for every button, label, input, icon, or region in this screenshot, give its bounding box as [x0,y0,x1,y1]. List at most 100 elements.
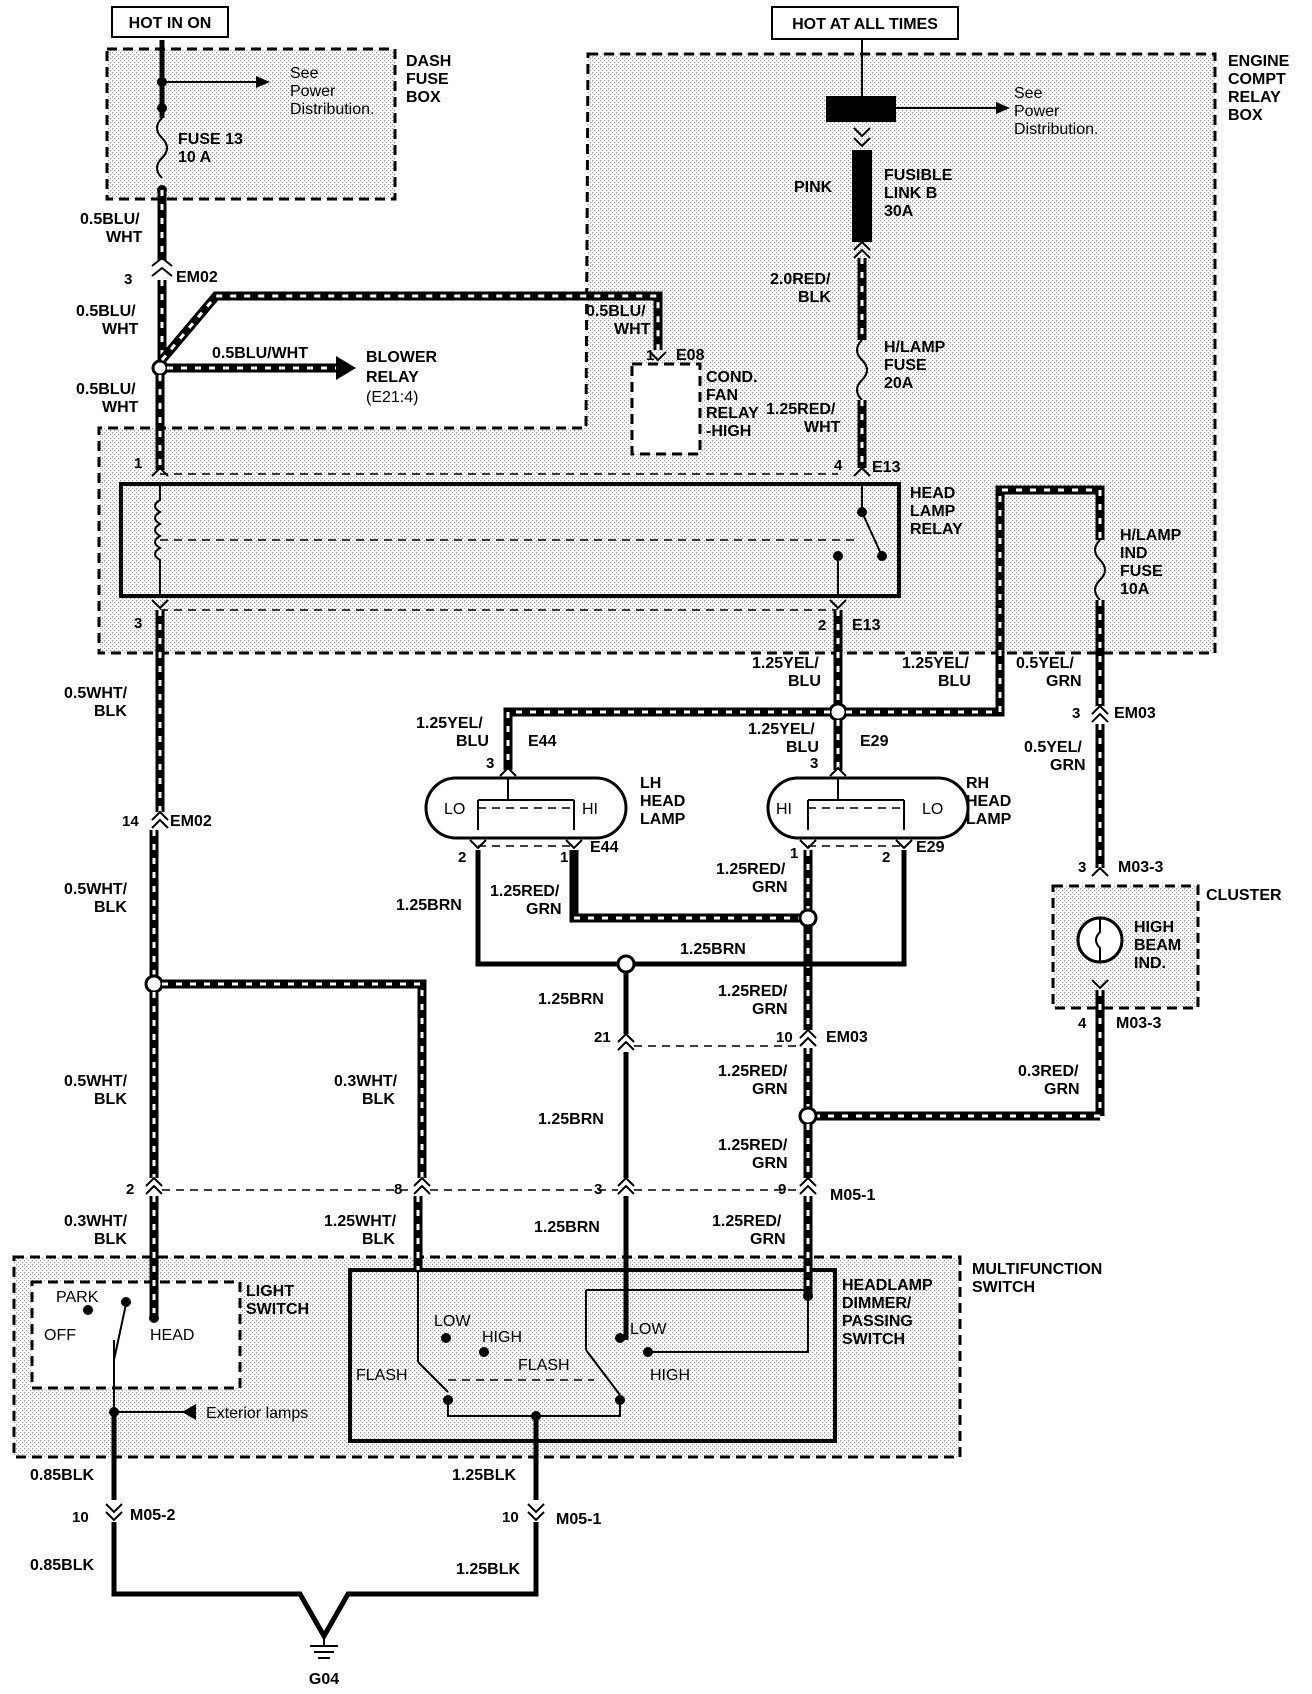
fusible-link-b [852,150,872,242]
svg-text:BOX: BOX [1228,107,1263,124]
m05-1-pin-3: 3 [594,1181,602,1198]
e13-bottom-label: E13 [852,617,881,634]
svg-text:BLK: BLK [94,1231,127,1248]
wire-yel-blu-4: 1.25YEL/ [748,721,815,738]
pink-label: PINK [794,179,833,196]
svg-text:BLU: BLU [938,673,971,690]
light-switch-box [30,1280,242,1390]
em03-bottom-pin-21: 21 [594,1029,611,1046]
fusible-link-label: FUSIBLE [884,167,953,184]
svg-text:WHT: WHT [106,229,143,246]
fuse-13-symbol [156,117,168,179]
wire-red-grn-5: 1.25RED/ [718,1137,788,1154]
wire-red-grn-03: 0.3RED/ [1018,1063,1079,1080]
e29-top-pin: 3 [810,755,818,772]
svg-text:PASSING: PASSING [842,1313,913,1330]
svg-text:GRN: GRN [1050,757,1086,774]
svg-text:BLK: BLK [362,1231,395,1248]
wire-blk-125-2: 1.25BLK [456,1561,520,1578]
wire-yel-blu-1: 1.25YEL/ [752,655,819,672]
svg-text:GRN: GRN [752,1081,788,1098]
em03-top-pin: 3 [1072,705,1080,722]
h-lamp-ind-fuse-label: H/LAMP [1120,527,1182,544]
fusible-link-block [826,96,896,122]
m05-1-pin-8: 8 [394,1181,402,1198]
svg-text:10A: 10A [1120,581,1150,598]
svg-text:RELAY: RELAY [366,369,419,386]
svg-text:WHT: WHT [614,321,651,338]
rh-pin-2: 2 [882,849,890,866]
rh-lo: LO [922,801,943,818]
svg-text:WHT: WHT [102,321,139,338]
relay-pin-2: 2 [818,617,826,634]
e08-label: E08 [676,347,705,364]
svg-text:SWITCH: SWITCH [842,1331,905,1348]
wire-brn-1: 1.25BRN [396,897,462,914]
svg-text:GRN: GRN [752,879,788,896]
svg-text:GRN: GRN [1046,673,1082,690]
wire-wht-blk-3: 0.5WHT/ [64,1073,128,1090]
e29-bottom-label: E29 [916,839,945,856]
m05-1-pin-2: 2 [126,1181,134,1198]
wire-brn-3: 1.25BRN [538,991,604,1008]
head-label: HEAD [150,1327,194,1344]
m03-3-top-label: M03-3 [1118,859,1163,876]
wire-wht-blk-03-b: 0.3WHT/ [64,1213,128,1230]
relay-pin-4: 4 [834,457,843,474]
svg-text:BLK: BLK [94,1091,127,1108]
wire-yel-grn-1: 0.5YEL/ [1016,655,1074,672]
svg-text:BLK: BLK [362,1091,395,1108]
svg-text:BLU: BLU [456,733,489,750]
lh-pin-1: 1 [560,849,568,866]
svg-text:Power: Power [290,83,336,100]
svg-text:GRN: GRN [752,1155,788,1172]
svg-text:LAMP: LAMP [966,811,1012,828]
relay-pin-1: 1 [134,455,142,472]
svg-text:LAMP: LAMP [910,503,956,520]
dash-fuse-box-label: DASH [406,53,451,70]
rh-head-lamp-label: RH [966,775,989,792]
dimmer-low-2: LOW [630,1321,667,1338]
svg-text:FUSE: FUSE [1120,563,1163,580]
wire-brn-2: 1.25BRN [680,941,746,958]
svg-text:IND.: IND. [1134,955,1166,972]
head-lamp-relay-label: HEAD [910,485,955,502]
m05-1-bottom-pin: 10 [502,1509,519,1526]
wire-red-wht: 1.25RED/ [766,401,836,418]
ground-label: G04 [309,1671,339,1688]
svg-text:BLK: BLK [94,703,127,720]
see-power-left: See [290,65,319,82]
svg-text:(E21:4): (E21:4) [366,389,418,406]
svg-text:SWITCH: SWITCH [246,1301,309,1318]
wire-blu-wht-4: 0.5BLU/ [586,303,646,320]
wire-brn-5: 1.25BRN [534,1219,600,1236]
svg-text:DIMMER/: DIMMER/ [842,1295,912,1312]
m03-3-bottom-label: M03-3 [1116,1015,1161,1032]
svg-text:RELAY: RELAY [706,405,759,422]
svg-text:HEAD: HEAD [640,793,685,810]
e08-pin: 1 [646,347,654,364]
cluster-label: CLUSTER [1206,887,1282,904]
light-switch-label: LIGHT [246,1283,294,1300]
svg-text:Distribution.: Distribution. [1014,121,1098,138]
svg-text:COMPT: COMPT [1228,71,1286,88]
svg-text:-HIGH: -HIGH [706,423,751,440]
svg-text:GRN: GRN [750,1231,786,1248]
e44-top-pin: 3 [486,755,494,772]
hot-in-on-label: HOT IN ON [129,15,212,32]
dimmer-flash-2: FLASH [518,1357,570,1374]
svg-text:GRN: GRN [752,1001,788,1018]
svg-text:WHT: WHT [102,399,139,416]
m05-2-label: M05-2 [130,1507,175,1524]
svg-text:BLK: BLK [798,289,831,306]
em03-bottom-label: EM03 [826,1029,868,1046]
cond-fan-relay-label: COND. [706,369,758,386]
svg-text:BLK: BLK [94,899,127,916]
lh-hi: HI [582,801,598,818]
relay-coil-symbol [154,484,162,596]
svg-text:HEAD: HEAD [966,793,1011,810]
svg-text:IND: IND [1120,545,1148,562]
em03-bottom-pin-10: 10 [776,1029,793,1046]
svg-text:FUSE: FUSE [406,71,449,88]
